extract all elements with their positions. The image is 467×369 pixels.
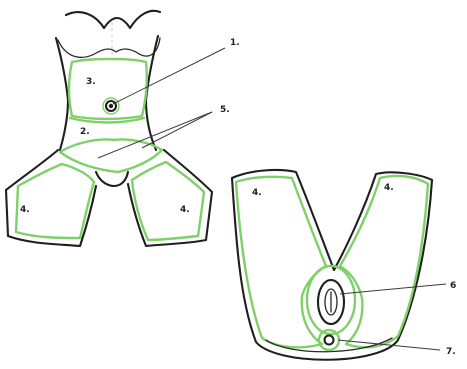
rear-label-7: 7. bbox=[446, 347, 456, 357]
front-torso-right bbox=[146, 36, 158, 150]
rear-label-4-right: 4. bbox=[384, 183, 394, 193]
front-torso-left bbox=[56, 38, 68, 150]
leader-line-5b bbox=[142, 112, 212, 148]
front-label-2: 2. bbox=[80, 127, 90, 137]
front-left-thigh-zone bbox=[16, 164, 94, 238]
front-view bbox=[6, 11, 225, 246]
front-label-5: 5. bbox=[220, 105, 230, 115]
front-label-3: 3. bbox=[86, 77, 96, 87]
leader-line-1 bbox=[113, 48, 225, 104]
umbilicus-dot bbox=[109, 104, 113, 108]
leader-line-6 bbox=[340, 284, 446, 294]
front-chest-line bbox=[58, 38, 160, 57]
rear-label-6: 6 bbox=[450, 281, 456, 291]
rear-view bbox=[232, 170, 446, 360]
front-label-1: 1. bbox=[230, 38, 240, 48]
front-label-4-left: 4. bbox=[20, 205, 30, 215]
anal-marker bbox=[325, 336, 334, 345]
front-shoulder-line bbox=[66, 11, 160, 28]
rear-right-leg-zone bbox=[340, 176, 428, 347]
rear-label-4-left: 4. bbox=[252, 188, 262, 198]
lower-abdomen-zone bbox=[60, 139, 162, 172]
front-label-4-right: 4. bbox=[180, 205, 190, 215]
front-crotch bbox=[96, 172, 128, 186]
